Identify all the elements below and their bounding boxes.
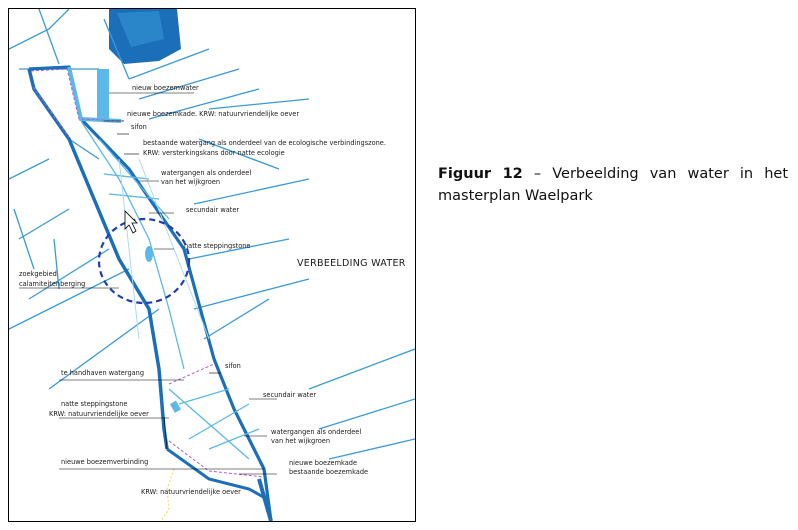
figure-label: Figuur 12: [438, 166, 523, 182]
wet-steppingstone-2: [169, 400, 181, 413]
figure-caption: Figuur 12 – Verbeelding van water in het…: [438, 163, 788, 207]
background-ditches: [9, 9, 415, 460]
leader-lines: [19, 92, 277, 475]
caption-separator: –: [522, 166, 553, 182]
map-label: watergangen als onderdeel: [161, 169, 251, 177]
move-cursor-icon: [124, 210, 138, 234]
map-label: van het wijkgroen: [161, 178, 220, 186]
water-map: nieuw boezemwater nieuwe boezemkade. KRW…: [9, 9, 415, 521]
map-label: natte steppingstone: [61, 400, 127, 408]
map-label: KRW: natuurvriendelijke oever: [49, 410, 149, 418]
map-label: sifon: [131, 123, 147, 131]
map-label: calamiteitenberging: [19, 280, 85, 288]
map-label: secundair water: [186, 206, 239, 214]
map-label: sifon: [225, 362, 241, 370]
map-label: nieuw boezemwater: [132, 84, 199, 92]
map-label: nieuwe boezemkade. KRW: natuurvriendelij…: [127, 110, 299, 118]
wet-steppingstone-1: [145, 246, 153, 262]
new-boezem-water: [97, 69, 109, 121]
inner-channels: [80, 120, 260, 460]
map-label: zoekgebied: [19, 270, 57, 278]
map-label: bestaande watergang als onderdeel van de…: [143, 139, 386, 147]
main-corridor: [27, 65, 273, 521]
map-label: nieuwe boezemverbinding: [61, 458, 148, 466]
caption-title: Verbeelding van water in het masterplan …: [438, 166, 789, 204]
map-label: watergangen als onderdeel: [271, 428, 361, 436]
map-label: van het wijkgroen: [271, 437, 330, 445]
map-label: secundair water: [263, 391, 316, 399]
map-label: bestaande boezemkade: [289, 468, 368, 476]
calamity-search-zone: [97, 217, 191, 305]
kade-lines: [30, 68, 265, 478]
map-label: KRW: natuurvriendelijke oever: [141, 488, 241, 496]
map-label: nieuwe boezemkade: [289, 459, 357, 467]
map-label: te handhaven watergang: [61, 369, 144, 377]
map-figure: nieuw boezemwater nieuwe boezemkade. KRW…: [8, 8, 416, 522]
map-label: natte steppingstone: [184, 242, 250, 250]
map-label: KRW: versterkingskans door natte ecologi…: [143, 149, 285, 157]
map-heading: VERBEELDING WATER: [297, 258, 406, 269]
